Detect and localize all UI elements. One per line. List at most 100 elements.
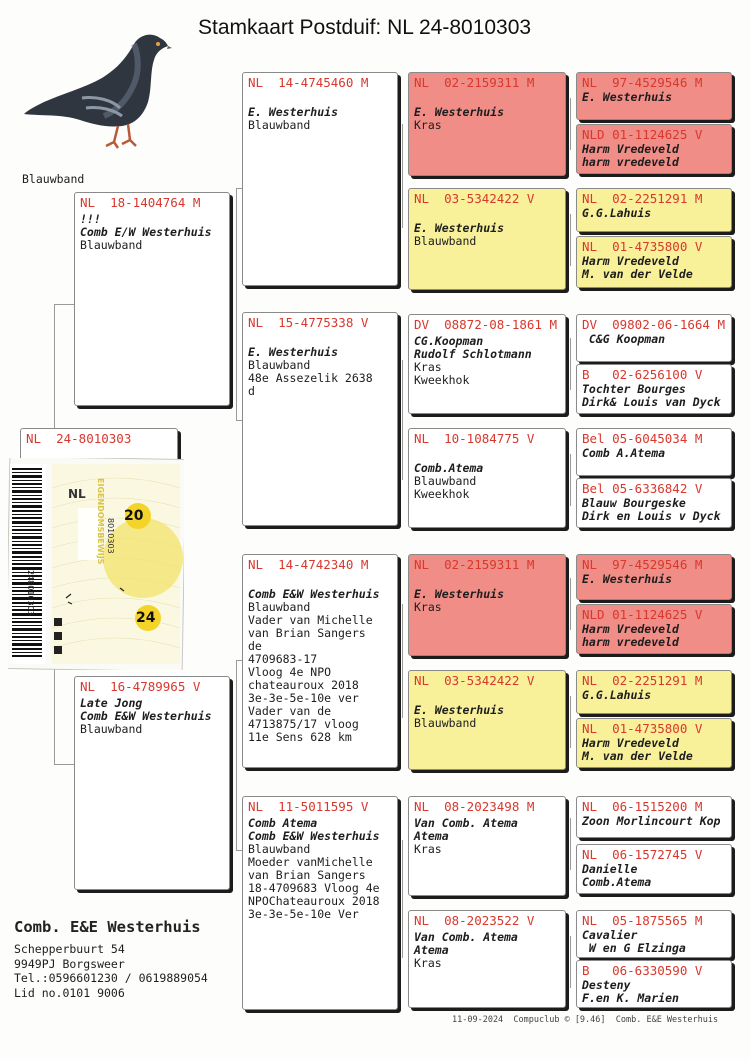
info-line: Kras (414, 360, 442, 374)
info-line: van Brian Sangers (248, 868, 366, 882)
connector (402, 840, 403, 958)
info-line: Van Comb. Atema (414, 816, 518, 830)
ring-number: Bel 05-6336842 V (582, 481, 703, 496)
ancestor-card: NL 97-4529546 M E. Westerhuis (576, 554, 732, 600)
connector (570, 338, 571, 390)
owner-name: Comb. E&E Westerhuis (14, 918, 201, 936)
great-grandparent-card: NL 08-2023498 M Van Comb. Atema Atema Kr… (408, 796, 566, 896)
grandparent-card: NL 15-4775338 V E. Westerhuis Blauwband … (242, 312, 398, 526)
ring-number: NL 18-1404764 M (80, 195, 201, 210)
ring-number: NL 10-1084775 V (414, 431, 535, 446)
info-line: Kras (414, 956, 442, 970)
info-line: Dirk en Louis v Dyck (582, 509, 721, 523)
info-line: E. Westerhuis (414, 703, 505, 717)
connector (236, 660, 237, 850)
ring-number: NL 14-4745460 M (248, 75, 369, 90)
info-line: Cavalier (582, 928, 638, 942)
info-line: Blauwband (248, 118, 311, 132)
ancestor-card: NLD 01-1124625 V Harm Vredeveld harm vre… (576, 124, 732, 174)
ring-number: NL 03-5342422 V (414, 191, 535, 206)
ancestor-card: B 06-6330590 V Desteny F.en K. Marien (576, 960, 732, 1008)
great-grandparent-card: NL 08-2023522 V Van Comb. Atema Atema Kr… (408, 910, 566, 1008)
sire-card: NL 18-1404764 M !!! Comb E/W Westerhuis … (74, 192, 230, 406)
info-line: 18-4709683 Vloog 4e (248, 881, 380, 895)
info-line: Comb Atema (248, 816, 318, 830)
connector (54, 304, 74, 305)
connector (570, 578, 571, 630)
ancestor-card: NLD 01-1124625 V Harm Vredeveld harm vre… (576, 604, 732, 654)
ring-number: NL 01-4735800 V (582, 239, 703, 254)
ancestor-card: B 02-6256100 V Tochter Bourges Dirk& Lou… (576, 364, 732, 414)
info-line: Blauwband (248, 842, 311, 856)
info-line: Harm Vredeveld (582, 736, 679, 750)
great-grandparent-card: NL 03-5342422 V E. Westerhuis Blauwband (408, 670, 566, 770)
info-line: Kras (414, 600, 442, 614)
svg-text:20: 20 (124, 508, 144, 524)
info-line: Harm Vredeveld (582, 254, 679, 268)
info-line: Vloog 4e NPO (248, 665, 332, 679)
info-line: Atema (414, 943, 449, 957)
info-line: Comb A.Atema (582, 446, 666, 460)
info-line: Comb.Atema (414, 461, 484, 475)
ring-number: NL 02-2251291 M (582, 673, 703, 688)
info-line: NPOChateauroux 2018 (248, 894, 380, 908)
great-grandparent-card: NL 02-2159311 M E. Westerhuis Kras (408, 554, 566, 656)
info-line: Comb E&W Westerhuis (80, 709, 212, 723)
svg-text:NL: NL (68, 487, 86, 501)
connector (570, 696, 571, 748)
ancestor-card: NL 01-4735800 V Harm Vredeveld M. van de… (576, 718, 732, 768)
info-line: d (248, 384, 255, 398)
ancestor-card: NL 01-4735800 V Harm Vredeveld M. van de… (576, 236, 732, 288)
owner-city: 9949PJ Borgsweer (14, 956, 125, 971)
ancestor-card: Bel 05-6336842 V Blauw Bourgeske Dirk en… (576, 478, 732, 528)
info-line: Comb E/W Westerhuis (80, 225, 212, 239)
ring-number: Bel 05-6045034 M (582, 431, 703, 446)
pigeon-image (24, 34, 172, 149)
info-line: 3e-3e-5e-10e ver (248, 691, 359, 705)
ring-number: DV 08872-08-1861 M (414, 317, 557, 332)
ancestor-card: Bel 05-6045034 M Comb A.Atema (576, 428, 732, 476)
grandparent-card: NL 11-5011595 V Comb Atema Comb E&W West… (242, 796, 398, 1010)
connector (570, 454, 571, 506)
ring-number: B 02-6256100 V (582, 367, 703, 382)
info-line: E. Westerhuis (414, 587, 505, 601)
info-line: Vader van Michelle (248, 613, 373, 627)
info-line: Blauwband (80, 722, 143, 736)
info-line: Danielle (582, 862, 638, 876)
owner-phone: Tel.:0596601230 / 0619889054 (14, 971, 208, 985)
info-line: Zoon Morlincourt Kop (582, 814, 721, 828)
info-line: van Brian Sangers (248, 626, 366, 640)
ancestor-card: NL 06-1572745 V Danielle Comb.Atema (576, 844, 732, 894)
info-line: E. Westerhuis (414, 105, 505, 119)
info-line: chateauroux 2018 (248, 678, 359, 692)
info-line: 4709683-17 (248, 652, 318, 666)
info-line: Kweekhok (414, 487, 470, 501)
ring-number: NL 05-1875565 M (582, 913, 703, 928)
grandparent-card: NL 14-4745460 M E. Westerhuis Blauwband (242, 72, 398, 286)
ownership-sticker: 20 24 NL 8010303 EIGENDOMSBEWIJS 2480103… (8, 458, 184, 670)
ring-number: NL 97-4529546 M (582, 75, 703, 90)
info-line: E. Westerhuis (248, 105, 339, 119)
ring-number: NLD 01-1124625 V (582, 607, 703, 622)
info-line: Tochter Bourges (582, 382, 686, 396)
ring-number: NL 06-1515200 M (582, 799, 703, 814)
info-line: W en G Elzinga (582, 941, 686, 955)
ring-number: NL 06-1572745 V (582, 847, 703, 862)
info-line: Kras (414, 842, 442, 856)
svg-text:248010303: 248010303 (26, 570, 35, 616)
info-line: M. van der Velde (582, 749, 693, 763)
ring-number: NL 03-5342422 V (414, 673, 535, 688)
info-line: 48e Assezelik 2638 (248, 371, 373, 385)
ring-number: NL 14-4742340 M (248, 557, 369, 572)
great-grandparent-card: DV 08872-08-1861 M CG.Koopman Rudolf Sch… (408, 314, 566, 414)
connector (236, 420, 244, 421)
bird-color-label: Blauwband (22, 172, 85, 186)
info-line: Blauwband (414, 234, 477, 248)
page-title: Stamkaart Postduif: NL 24-8010303 (198, 16, 532, 39)
info-line: Comb E&W Westerhuis (248, 829, 380, 843)
info-line: CG.Koopman (414, 334, 484, 348)
info-line: Harm Vredeveld (582, 142, 679, 156)
ring-number: NL 16-4789965 V (80, 679, 201, 694)
great-grandparent-card: NL 03-5342422 V E. Westerhuis Blauwband (408, 188, 566, 290)
connector (570, 936, 571, 988)
